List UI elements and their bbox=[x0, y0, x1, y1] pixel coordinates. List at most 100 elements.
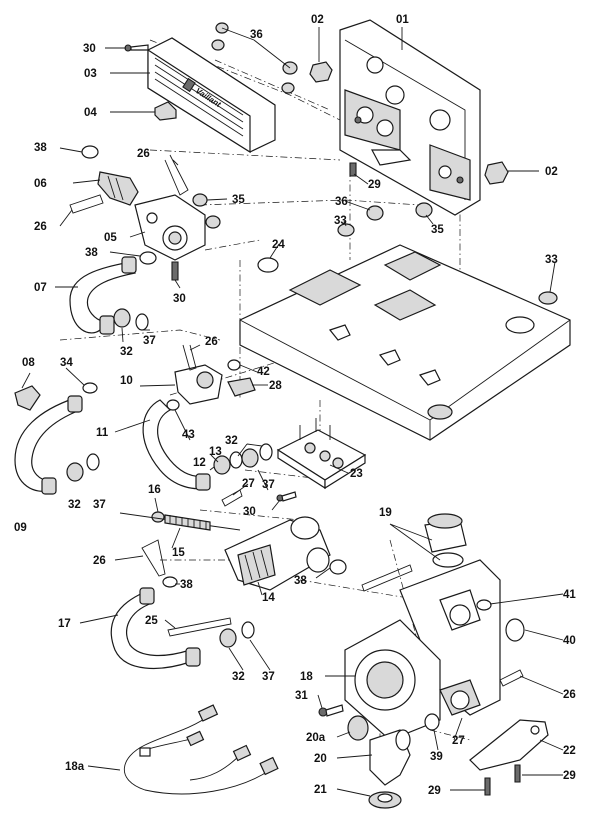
seal-37b bbox=[86, 453, 100, 471]
leader-lines bbox=[21, 27, 564, 797]
label-32: 32 bbox=[120, 346, 133, 358]
label-30-b: 30 bbox=[173, 293, 186, 305]
label-21: 21 bbox=[314, 784, 327, 796]
seal-21 bbox=[368, 791, 402, 809]
oring-41 bbox=[476, 599, 492, 611]
wiring-harness-18a bbox=[123, 704, 279, 795]
screw-30-top bbox=[124, 44, 149, 52]
label-26-e: 26 bbox=[563, 689, 576, 701]
oring-39 bbox=[424, 713, 440, 731]
screw-31 bbox=[318, 704, 344, 717]
clip-26-mid bbox=[182, 344, 197, 371]
seal-37d bbox=[241, 621, 255, 639]
label-36: 36 bbox=[250, 29, 263, 41]
grommet-33a bbox=[337, 223, 355, 237]
valve-cartridge-19 bbox=[424, 513, 467, 568]
label-06: 06 bbox=[34, 178, 47, 190]
label-28: 28 bbox=[269, 380, 282, 392]
label-25: 25 bbox=[145, 615, 158, 627]
pipe-11 bbox=[142, 399, 211, 491]
seal-12 bbox=[213, 455, 231, 475]
label-09: 09 bbox=[14, 522, 27, 534]
label-04: 04 bbox=[84, 107, 97, 119]
label-37-d: 37 bbox=[262, 671, 275, 683]
label-26-d: 26 bbox=[93, 555, 106, 567]
flow-sensor-06 bbox=[97, 171, 139, 206]
diverter-valve-14 bbox=[224, 516, 331, 591]
label-15: 15 bbox=[172, 547, 185, 559]
label-33-b: 33 bbox=[545, 254, 558, 266]
label-14: 14 bbox=[262, 592, 275, 604]
seal-37c bbox=[259, 443, 273, 461]
seal-rings-35 bbox=[192, 193, 433, 229]
label-37-c: 37 bbox=[93, 499, 106, 511]
label-26-b: 26 bbox=[34, 221, 47, 233]
label-01: 01 bbox=[396, 14, 409, 26]
label-38-b: 38 bbox=[85, 247, 98, 259]
cap-20a bbox=[347, 715, 369, 741]
label-10: 10 bbox=[120, 375, 133, 387]
label-33: 33 bbox=[334, 215, 347, 227]
drain-plug-02 bbox=[309, 61, 333, 83]
label-23: 23 bbox=[350, 468, 363, 480]
oring-43 bbox=[166, 399, 180, 411]
label-31: 31 bbox=[295, 690, 308, 702]
label-32-c: 32 bbox=[68, 499, 81, 511]
label-20: 20 bbox=[314, 753, 327, 765]
label-38: 38 bbox=[34, 142, 47, 154]
label-02-b: 02 bbox=[545, 166, 558, 178]
clamp-24 bbox=[257, 257, 279, 273]
label-26-c: 26 bbox=[205, 336, 218, 348]
label-32-d: 32 bbox=[232, 671, 245, 683]
label-27: 27 bbox=[242, 478, 255, 490]
bracket-22 bbox=[469, 719, 549, 771]
clip-08 bbox=[14, 385, 41, 411]
clip-26-left bbox=[69, 194, 104, 214]
label-17: 17 bbox=[58, 618, 71, 630]
label-20a: 20a bbox=[306, 732, 326, 744]
label-29-b: 29 bbox=[428, 785, 441, 797]
grommet-33b bbox=[538, 291, 558, 305]
label-29-c: 29 bbox=[368, 179, 381, 191]
label-11: 11 bbox=[96, 427, 109, 439]
label-36-b: 36 bbox=[335, 196, 348, 208]
label-32-b: 32 bbox=[225, 435, 238, 447]
nut-32b bbox=[66, 462, 84, 482]
label-37: 37 bbox=[143, 335, 156, 347]
label-37-b: 37 bbox=[262, 479, 275, 491]
pump-assembly-18 bbox=[344, 559, 501, 741]
label-22: 22 bbox=[563, 745, 576, 757]
pipe-09 bbox=[14, 395, 83, 495]
label-18a: 18a bbox=[65, 761, 85, 773]
clip-27b bbox=[361, 564, 413, 592]
bracket-04 bbox=[154, 101, 177, 121]
clip-26-lower bbox=[141, 539, 166, 577]
label-35-b: 35 bbox=[431, 224, 444, 236]
oring-38c bbox=[329, 559, 347, 575]
label-35: 35 bbox=[232, 194, 245, 206]
label-43: 43 bbox=[182, 429, 195, 441]
screw-29c bbox=[514, 764, 521, 783]
valve-housing-05 bbox=[134, 194, 206, 261]
nut-32a bbox=[113, 308, 131, 328]
spring-rod-15 bbox=[119, 512, 241, 531]
label-38-d: 38 bbox=[294, 575, 307, 587]
oring-38b bbox=[139, 251, 157, 265]
label-29: 29 bbox=[563, 770, 576, 782]
drain-plug-02b bbox=[484, 161, 509, 185]
valve-block-23 bbox=[276, 418, 367, 490]
nut-32c bbox=[241, 448, 259, 468]
oring-34 bbox=[82, 382, 98, 394]
seal-37a bbox=[135, 313, 149, 331]
clip-25 bbox=[167, 617, 232, 637]
pin-16 bbox=[151, 511, 165, 523]
seal-13 bbox=[229, 451, 243, 469]
label-39: 39 bbox=[430, 751, 443, 763]
oring-40 bbox=[505, 618, 525, 642]
oring-42 bbox=[227, 359, 241, 371]
elbow-20 bbox=[369, 729, 411, 786]
label-19: 19 bbox=[379, 507, 392, 519]
pipe-07 bbox=[69, 256, 137, 335]
label-03: 03 bbox=[84, 68, 97, 80]
screw-29b bbox=[484, 777, 491, 796]
